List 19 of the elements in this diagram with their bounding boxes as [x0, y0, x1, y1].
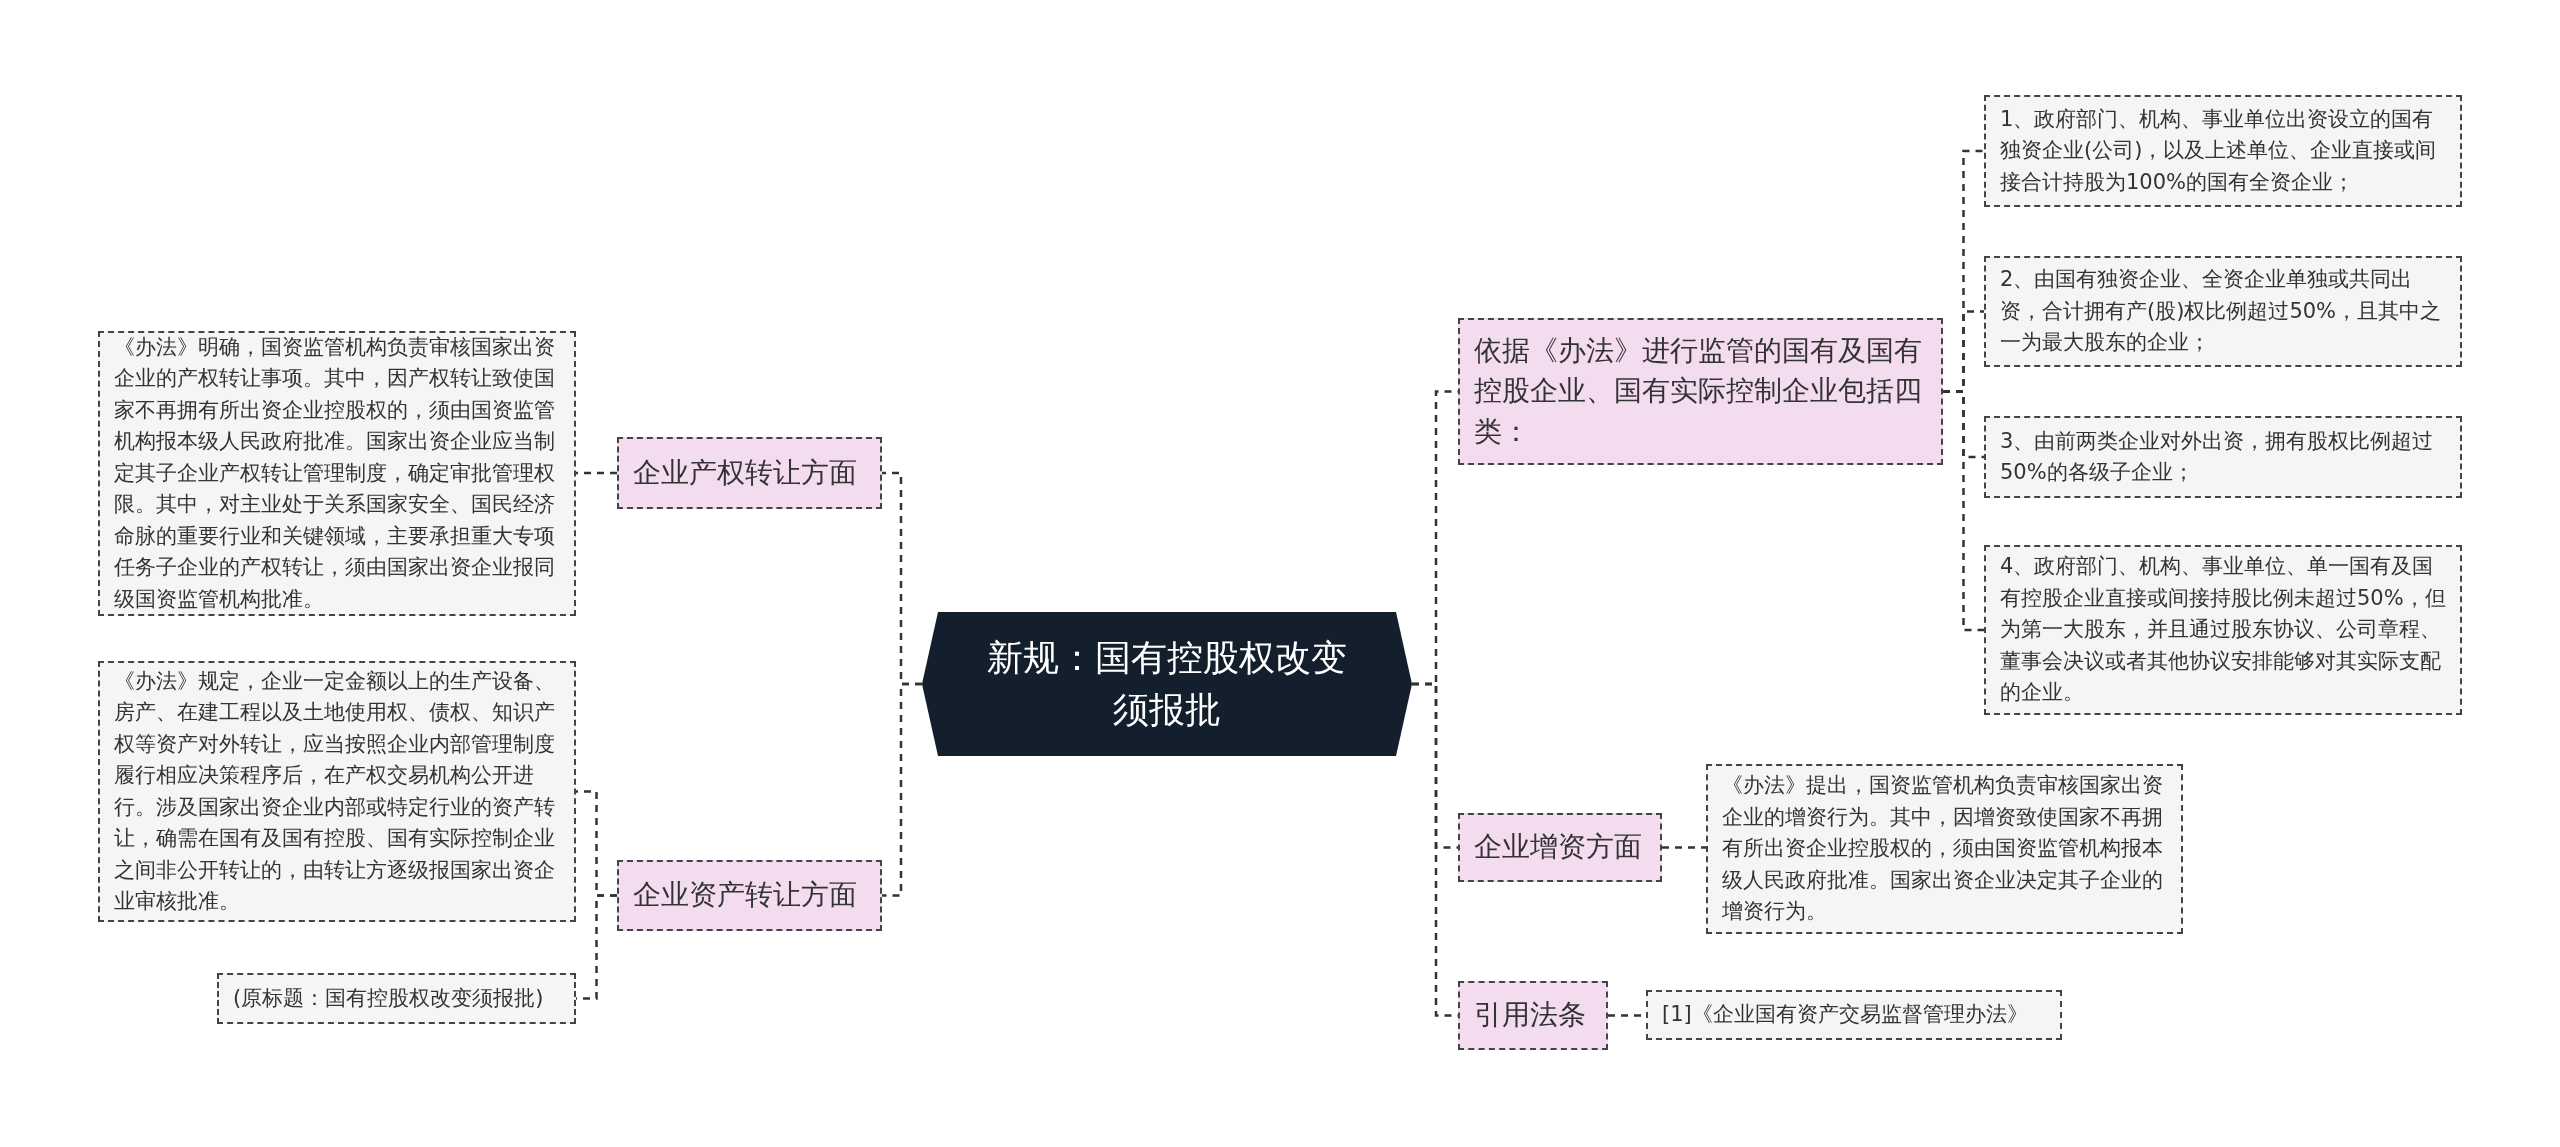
central-topic-box: 新规：国有控股权改变须报批 [922, 612, 1412, 756]
note-box: [1]《企业国有资产交易监督管理办法》 [1646, 990, 2062, 1040]
topic-box: 企业产权转让方面 [617, 437, 882, 509]
note-box: 1、政府部门、机构、事业单位出资设立的国有独资企业(公司)，以及上述单位、企业直接或间接合计持股为100%的国有全资企业； [1984, 95, 2462, 207]
connector-line [882, 682, 922, 897]
topic-box: 企业资产转让方面 [617, 860, 882, 931]
note-box: 4、政府部门、机构、事业单位、单一国有及国有控股企业直接或间接持股比例未超过50%，但为第一大股东，并且通过股东协议、公司章程、董事会决议或者其他协议安排能够对其实际支配的企业。 [1984, 545, 2462, 715]
connector-line [576, 471, 617, 475]
note-box: 《办法》提出，国资监管机构负责审核国家出资企业的增资行为。其中，因增资致使国家不再拥有所出资企业控股权的，须由国资监管机构报本级人民政府批准。国家出资企业决定其子企业的增资行为。 [1706, 764, 2183, 934]
note-box: (原标题：国有控股权改变须报批) [217, 973, 576, 1024]
topic-box: 依据《办法》进行监管的国有及国有控股企业、国有实际控制企业包括四类： [1458, 318, 1943, 465]
topic-box: 企业增资方面 [1458, 813, 1662, 882]
topic-box: 引用法条 [1458, 981, 1608, 1050]
note-box: 《办法》规定，企业一定金额以上的生产设备、房产、在建工程以及土地使用权、债权、知识产权等资产对外转让，应当按照企业内部管理制度履行相应决策程序后，在产权交易机构公开进行。涉及国家出资企业内部或特定行业的资产转让，确需在国有及国有控股、国有实际控制企业之间非公开转让的，由转让方逐级报国家出资企业审核批准。 [98, 661, 576, 922]
note-box: 《办法》明确，国资监管机构负责审核国家出资企业的产权转让事项。其中，因产权转让致使国家不再拥有所出资企业控股权的，须由国资监管机构报本级人民政府批准。国家出资企业应当制定其子企业产权转让管理制度，确定审批管理权限。其中，对主业处于关系国家安全、国民经济命脉的重要行业和关键领域，主要承担重大专项任务子企业的产权转让，须由国家出资企业报同级国资监管机构批准。 [98, 331, 576, 616]
connector-line [1662, 846, 1706, 849]
note-box: 2、由国有独资企业、全资企业单独或共同出资，合计拥有产(股)权比例超过50%，且其中之一为最大股东的企业； [1984, 256, 2462, 367]
note-box: 3、由前两类企业对外出资，拥有股权比例超过50%的各级子企业； [1984, 416, 2462, 498]
connector-line [1943, 390, 1984, 632]
